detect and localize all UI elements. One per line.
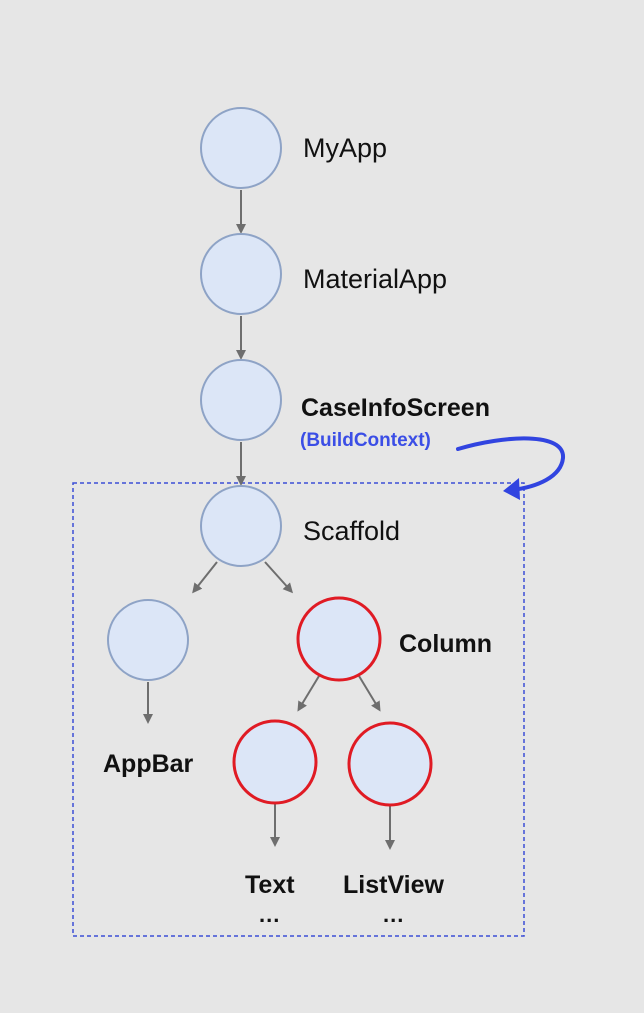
node-materialapp bbox=[200, 233, 282, 315]
edge-scaffold-appbar bbox=[192, 561, 218, 594]
label-text: Text bbox=[245, 871, 295, 899]
label-materialapp: MaterialApp bbox=[303, 264, 448, 294]
build-context-arrow bbox=[456, 436, 566, 500]
label-text-more: ... bbox=[259, 902, 281, 927]
label-scaffold: Scaffold bbox=[303, 516, 401, 546]
node-text bbox=[232, 719, 318, 805]
label-buildcontext: (BuildContext) bbox=[300, 430, 431, 451]
node-appbar bbox=[107, 599, 189, 681]
node-caseinfoscreen bbox=[200, 359, 282, 441]
node-listview bbox=[347, 721, 433, 807]
label-appbar: AppBar bbox=[103, 750, 194, 778]
edge-scaffold-column bbox=[264, 561, 294, 594]
label-caseinfoscreen: CaseInfoScreen bbox=[301, 394, 490, 422]
node-scaffold bbox=[200, 485, 282, 567]
node-myapp bbox=[200, 107, 282, 189]
label-listview-more: ... bbox=[383, 902, 405, 927]
edge-column-text bbox=[297, 675, 320, 712]
build-context-scope-box bbox=[72, 482, 525, 937]
label-column: Column bbox=[399, 630, 493, 658]
edge-column-listview bbox=[358, 675, 381, 712]
node-column bbox=[296, 596, 382, 682]
edges bbox=[143, 190, 395, 850]
label-myapp: MyApp bbox=[303, 133, 388, 163]
nodes bbox=[107, 107, 433, 807]
label-listview: ListView bbox=[343, 871, 444, 899]
